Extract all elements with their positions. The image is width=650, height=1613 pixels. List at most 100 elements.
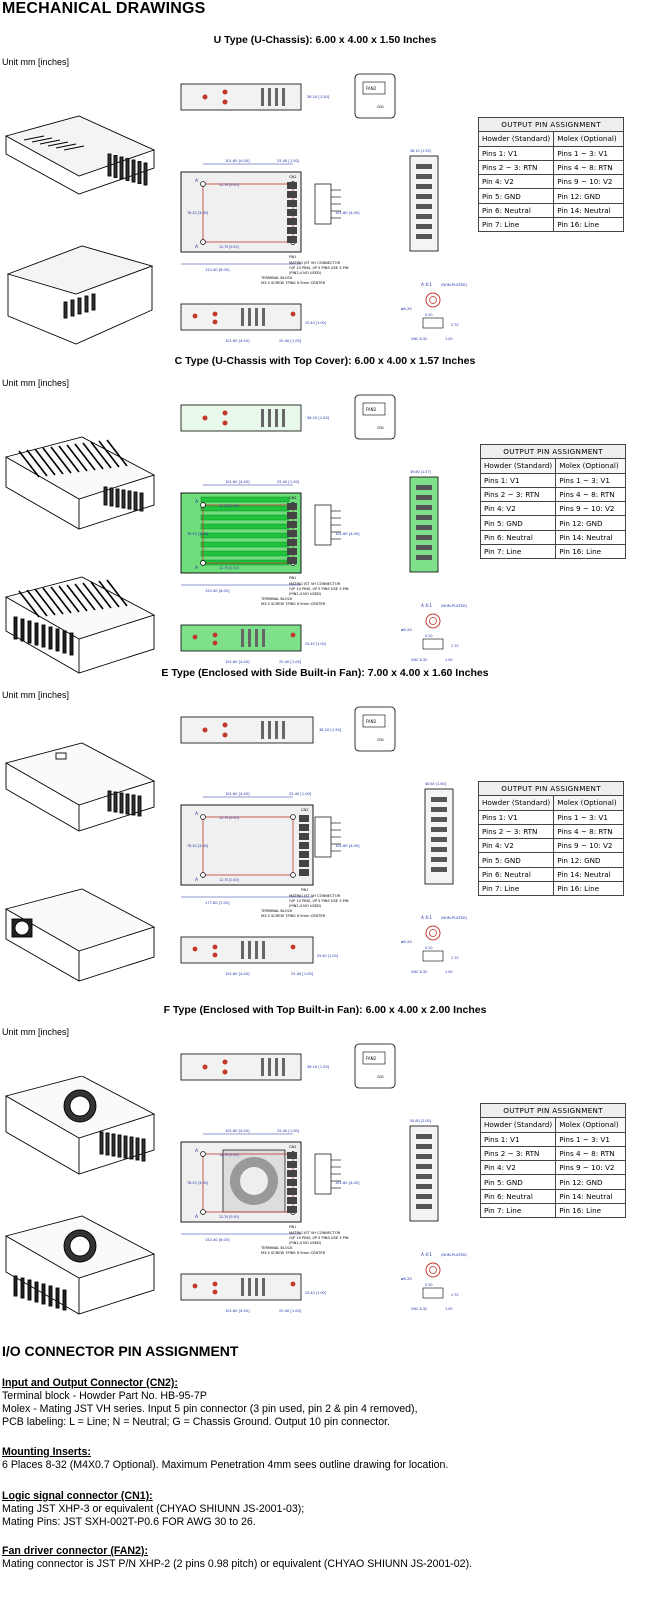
table-cell: Pin 6: Neutral [477, 202, 555, 219]
table-cell: Pins 2 ~ 3: RTN [477, 159, 555, 176]
note-text: M3.5 SCREW 7PINS 9.5mm CENTER [261, 602, 326, 606]
section-title: C Type (U-Chassis with Top Cover): 6.00 … [174, 355, 476, 367]
dimension-label: 12.70 [0.50] [219, 1153, 239, 1157]
table-cell: Pin 7: Line [479, 1203, 557, 1219]
isometric-views [4, 1076, 156, 1315]
dimension-label: 39.80 [1.57] [410, 470, 432, 474]
note-text: M3.5 SCREW 7PINS 9.5mm CENTER [261, 281, 326, 285]
table-cell: Pins 1 ~ 3: V1 [555, 1131, 627, 1147]
mark-a: A [195, 244, 199, 250]
io-group-line: PCB labeling: L = Line; N = Neutral; G =… [2, 1416, 390, 1428]
table-cell: Pin 14: Neutral [555, 529, 627, 546]
table-cell: Pin 12: GND [553, 852, 625, 868]
dimension-label: 12.70 [0.50] [219, 183, 239, 187]
io-group-line: Mating connector is JST P/N XHP-2 (2 pin… [2, 1558, 473, 1570]
table-cell: Pins 4 ~ 8: RTN [555, 1145, 627, 1162]
table-header: OUTPUT PIN ASSIGNMENT [479, 443, 627, 460]
io-group: Mounting Inserts:6 Places 8-32 (M4X0.7 O… [2, 1446, 647, 1472]
detail-label: A 4:1 [421, 282, 432, 287]
detail-label: A 4:1 [421, 1252, 432, 1257]
table-cell: Pins 1: V1 [477, 809, 555, 825]
iso-view-top [4, 742, 156, 832]
pin1-label: PIN1 [289, 576, 296, 580]
dimension-label: 5.20 [425, 634, 433, 638]
fan-label: FAN2 [366, 407, 377, 412]
section-title: E Type (Enclosed with Side Built-in Fan)… [161, 667, 489, 679]
iso-view-top [4, 115, 156, 195]
table-cell: Pins 1: V1 [477, 145, 555, 161]
io-group: Input and Output Connector (CN2):Termina… [2, 1377, 647, 1429]
column-header: Howder (Standard) [477, 795, 555, 811]
dimension-label: ø6.20 [401, 1276, 412, 1281]
note-text: (PIN2,4 NO USED) [289, 592, 322, 596]
dimension-label: 2.70 [451, 1293, 459, 1297]
dimension-label: 101.60 [4.00] [225, 339, 250, 343]
page-title: MECHANICAL DRAWINGS [2, 0, 206, 17]
io-group-line: Molex - Mating JST VH series. Input 5 pi… [2, 1403, 418, 1415]
cn1-label: CN1 [377, 426, 384, 430]
note-text: M3.5 SCREW 7PINS 9.5mm CENTER [261, 914, 326, 918]
output-connector-sketch [314, 1153, 341, 1195]
table-cell: Pin 16: Line [553, 217, 625, 233]
dimension-label: 152.40 [6.00] [205, 1238, 230, 1242]
note-text: TERMINAL BLOCK [260, 276, 293, 280]
dimension-label: 101.60 [4.00] [225, 972, 250, 976]
iso-view-bottom [6, 245, 154, 345]
dimension-label: 101.60 [4.00] [335, 532, 360, 536]
cn2-label: CN2 [289, 175, 296, 179]
table-cell: Pin 7: Line [477, 881, 555, 897]
dimension-label: 101.60 [4.00] [225, 660, 250, 664]
bottom-view: 25.40 [1.00]101.60 [4.00]25.40 [1.00] [180, 624, 327, 664]
dimension-label: 152.40 [6.00] [205, 268, 230, 272]
top-view: 38.10 [1.50] [180, 83, 330, 111]
io-group: Logic signal connector (CN1):Mating JST … [2, 1490, 647, 1529]
table-cell: Pins 1: V1 [479, 472, 557, 488]
table-cell: Pins 9 ~ 10: V2 [555, 501, 627, 517]
io-group-heading: Mounting Inserts: [2, 1446, 91, 1458]
cn2-label: CN2 [289, 496, 296, 500]
table-cell: Pins 1 ~ 3: V1 [553, 145, 625, 161]
output-connector-sketch [314, 816, 341, 858]
table-cell: Pins 9 ~ 10: V2 [553, 838, 625, 854]
dimension-label: 25.40 [1.00] [277, 480, 300, 484]
table-cell: Pins 4 ~ 8: RTN [553, 159, 625, 176]
iso-view-bottom [4, 1215, 156, 1315]
dimension-label: 76.20 [3.00] [187, 844, 209, 848]
detail-label: (NON-PLATED) [441, 1253, 468, 1257]
table-cell: Pin 12: GND [555, 515, 627, 531]
table-cell: Pin 5: GND [479, 1174, 557, 1190]
dimension-label: 1.00 [445, 337, 453, 341]
side-view: 39.80 [1.57] [409, 470, 439, 573]
dimension-label: ø6.20 [401, 627, 412, 632]
table-cell: Pin 5: GND [477, 852, 555, 868]
table-cell: Pin 4: V2 [479, 1160, 557, 1176]
dimension-label: 5.20 [425, 1283, 433, 1287]
iso-view-bottom [4, 888, 156, 982]
note-text: (PIN2,4 NO USED) [289, 1241, 322, 1245]
table-cell: Pin 16: Line [553, 881, 625, 897]
dimension-label: ø6.20 [401, 939, 412, 944]
dimension-label: 25.40 [1.00] [305, 321, 327, 325]
dimension-label: 101.60 [4.00] [225, 159, 250, 163]
